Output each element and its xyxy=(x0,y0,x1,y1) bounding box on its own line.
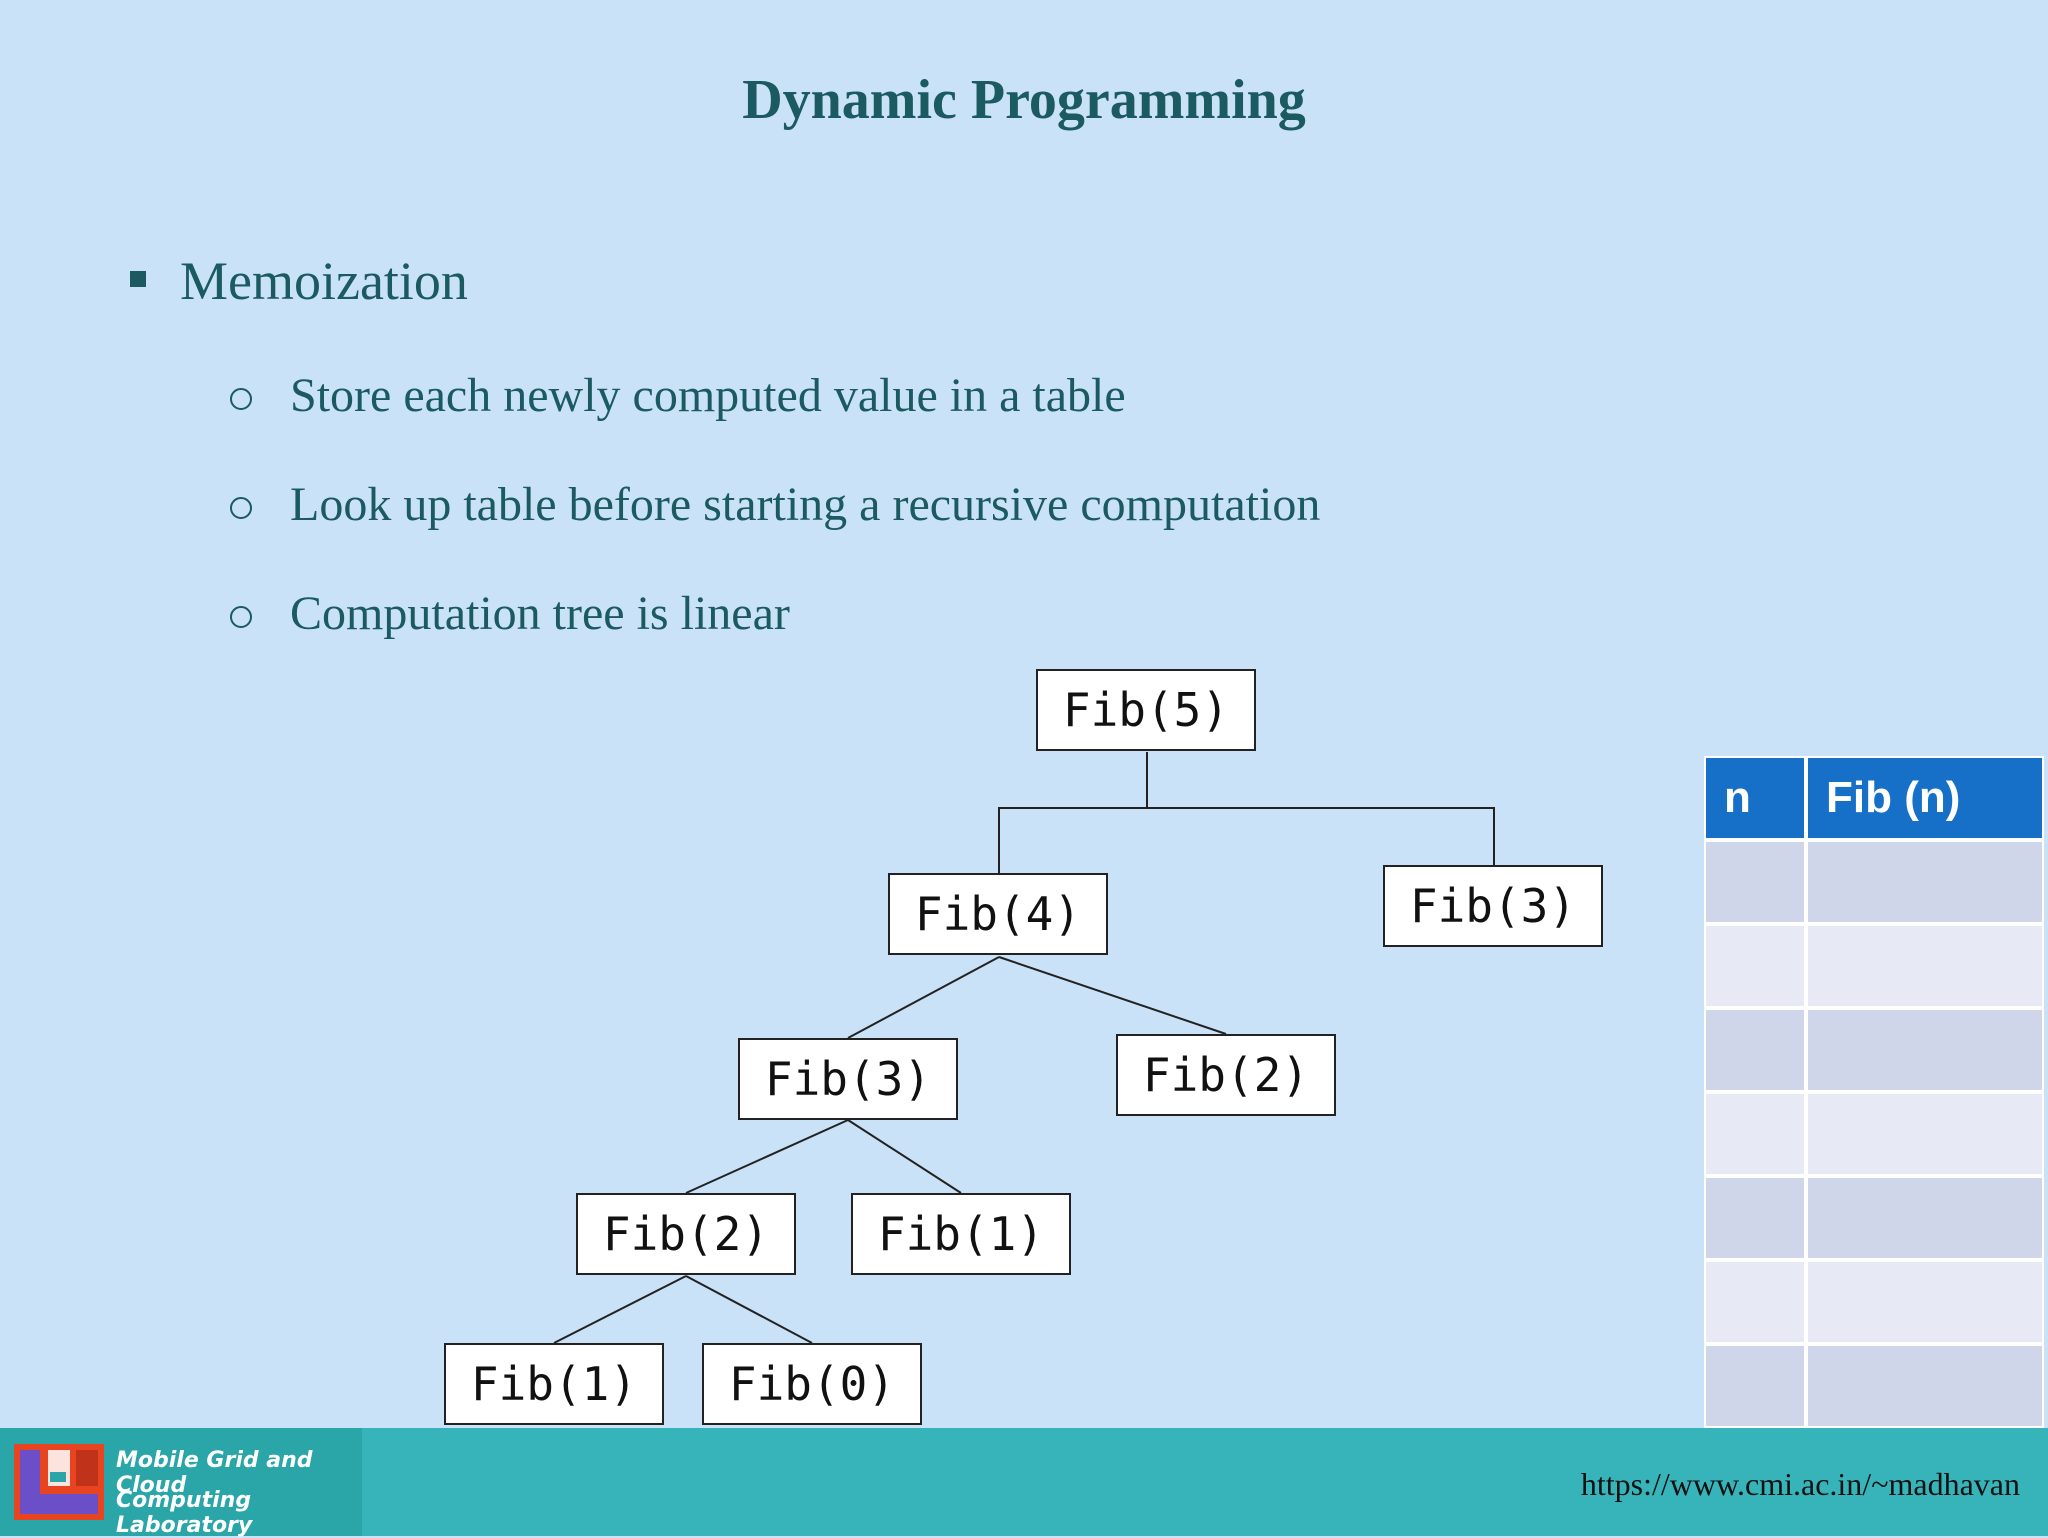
node-fib2-right: Fib(2) xyxy=(1116,1034,1336,1116)
col-fib-header: Fib (n) xyxy=(1806,756,2044,840)
cell-n xyxy=(1704,1092,1806,1176)
edge-fib5-fib3 xyxy=(1147,807,1495,865)
node-fib1: Fib(1) xyxy=(444,1343,664,1425)
bullet-text: Memoization xyxy=(180,251,468,311)
node-fib0: Fib(0) xyxy=(702,1343,922,1425)
cell-fib xyxy=(1806,840,2044,924)
edge-fib3-fib1 xyxy=(847,1119,962,1194)
square-bullet-icon xyxy=(130,271,146,287)
node-fib2: Fib(2) xyxy=(576,1193,796,1275)
cell-fib xyxy=(1806,1008,2044,1092)
lab-name-line2: Computing Laboratory xyxy=(116,1488,253,1538)
cell-fib xyxy=(1806,924,2044,1008)
memo-table-header: n Fib (n) xyxy=(1704,756,2044,840)
cell-fib xyxy=(1806,1260,2044,1344)
subbullet-2: Look up table before starting a recursiv… xyxy=(230,477,1320,532)
edge-fib5-children xyxy=(998,752,1148,873)
edge-fib3-fib2 xyxy=(685,1119,849,1194)
footer-bar: Mobile Grid and Cloud Computing Laborato… xyxy=(0,1428,2048,1538)
circle-bullet-icon xyxy=(230,496,252,519)
slide-title: Dynamic Programming xyxy=(742,69,1306,131)
subbullet-3: Computation tree is linear xyxy=(230,586,790,641)
table-row xyxy=(1704,1260,2044,1344)
memo-table: n Fib (n) xyxy=(1704,756,2044,1428)
cell-n xyxy=(1704,1176,1806,1260)
cell-n xyxy=(1704,840,1806,924)
circle-bullet-icon xyxy=(230,387,252,410)
node-fib3-right: Fib(3) xyxy=(1383,865,1603,947)
table-row xyxy=(1704,840,2044,924)
cell-n xyxy=(1704,1344,1806,1428)
table-row xyxy=(1704,1092,2044,1176)
cell-fib xyxy=(1806,1092,2044,1176)
bullet-memoization: Memoization xyxy=(130,250,468,312)
lab-name-line1: Mobile Grid and Cloud xyxy=(116,1448,313,1498)
subbullet-text: Store each newly computed value in a tab… xyxy=(290,369,1126,422)
table-row xyxy=(1704,1344,2044,1428)
cell-n xyxy=(1704,1008,1806,1092)
table-row xyxy=(1704,1176,2044,1260)
footer-url: https://www.cmi.ac.in/~madhavan xyxy=(1580,1466,2020,1502)
circle-bullet-icon xyxy=(230,605,252,628)
node-fib4: Fib(4) xyxy=(888,873,1108,955)
cell-n xyxy=(1704,924,1806,1008)
col-n-header: n xyxy=(1704,756,1806,840)
node-fib3: Fib(3) xyxy=(738,1038,958,1120)
edge-fib4-fib2 xyxy=(998,956,1227,1035)
edge-fib2-fib1 xyxy=(553,1275,687,1344)
node-fib5: Fib(5) xyxy=(1036,669,1256,751)
subbullet-text: Look up table before starting a recursiv… xyxy=(290,478,1321,531)
node-fib1-right: Fib(1) xyxy=(851,1193,1071,1275)
edge-fib2-fib0 xyxy=(685,1275,813,1344)
lab-branding: Mobile Grid and Cloud Computing Laborato… xyxy=(0,1428,362,1538)
lab-logo-icon xyxy=(14,1444,104,1520)
subbullet-text: Computation tree is linear xyxy=(290,587,790,640)
subbullet-1: Store each newly computed value in a tab… xyxy=(230,368,1126,423)
cell-fib xyxy=(1806,1176,2044,1260)
table-row xyxy=(1704,924,2044,1008)
cell-n xyxy=(1704,1260,1806,1344)
edge-fib4-fib3 xyxy=(847,956,1000,1039)
cell-fib xyxy=(1806,1344,2044,1428)
table-row xyxy=(1704,1008,2044,1092)
